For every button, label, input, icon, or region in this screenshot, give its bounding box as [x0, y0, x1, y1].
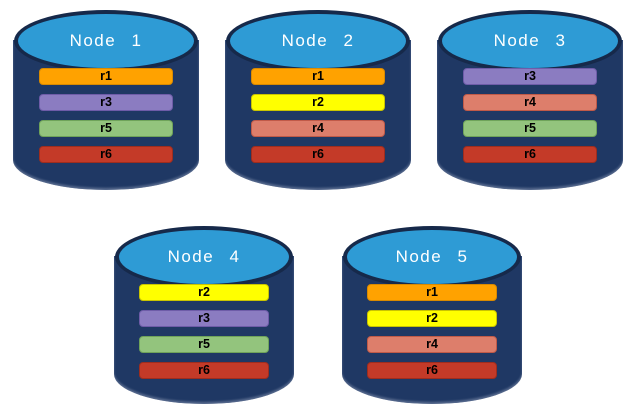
replica-bar-r1: r1: [367, 284, 497, 301]
replica-label: r2: [198, 285, 210, 300]
replica-bar-r5: r5: [39, 120, 173, 137]
cylinder-top-ellipse: Node 4: [115, 226, 293, 288]
cylinder-top-ellipse: Node 3: [438, 10, 622, 72]
database-node: Node 3 r3 r4 r5 r6: [437, 8, 623, 190]
node-label: Node 3: [493, 31, 567, 50]
replica-label: r1: [312, 69, 324, 84]
replica-label: r1: [426, 285, 438, 300]
replica-label: r4: [426, 337, 438, 352]
replica-label: r6: [524, 147, 536, 162]
replica-label: r2: [312, 95, 324, 110]
database-node: Node 2 r1 r2 r4 r6: [225, 8, 411, 190]
replica-label: r6: [312, 147, 324, 162]
replica-label: r6: [426, 363, 438, 378]
replica-bar-r3: r3: [39, 94, 173, 111]
node-label: Node 5: [395, 247, 469, 266]
replica-list: r1 r2 r4 r6: [251, 68, 385, 163]
database-node: Node 5 r1 r2 r4 r6: [342, 224, 522, 404]
replica-bar-r6: r6: [139, 362, 269, 379]
replica-bar-r6: r6: [251, 146, 385, 163]
replica-label: r3: [524, 69, 536, 84]
cylinder-top-ellipse: Node 5: [343, 226, 521, 288]
replica-label: r6: [100, 147, 112, 162]
replica-bar-r5: r5: [139, 336, 269, 353]
cylinder-top-ellipse: Node 2: [226, 10, 410, 72]
replica-list: r2 r3 r5 r6: [139, 284, 269, 379]
replica-list: r3 r4 r5 r6: [463, 68, 597, 163]
replica-bar-r2: r2: [251, 94, 385, 111]
replica-label: r3: [198, 311, 210, 326]
database-node: Node 4 r2 r3 r5 r6: [114, 224, 294, 404]
replica-list: r1 r2 r4 r6: [367, 284, 497, 379]
replica-bar-r3: r3: [139, 310, 269, 327]
replica-label: r3: [100, 95, 112, 110]
replica-bar-r2: r2: [139, 284, 269, 301]
replica-bar-r1: r1: [39, 68, 173, 85]
replica-bar-r1: r1: [251, 68, 385, 85]
node-label: Node 2: [281, 31, 355, 50]
replica-label: r5: [198, 337, 210, 352]
replica-label: r2: [426, 311, 438, 326]
replica-bar-r6: r6: [39, 146, 173, 163]
replica-bar-r3: r3: [463, 68, 597, 85]
cylinder-top-ellipse: Node 1: [14, 10, 198, 72]
replica-bar-r6: r6: [463, 146, 597, 163]
top-row: Node 1 r1 r3 r5 r6 Node 2 r1 r2 r4 r6 Node 3 r…: [0, 8, 636, 190]
replica-bar-r4: r4: [463, 94, 597, 111]
replica-bar-r4: r4: [251, 120, 385, 137]
replica-label: r4: [312, 121, 324, 136]
replica-list: r1 r3 r5 r6: [39, 68, 173, 163]
database-node: Node 1 r1 r3 r5 r6: [13, 8, 199, 190]
replica-label: r5: [524, 121, 536, 136]
bottom-row: Node 4 r2 r3 r5 r6 Node 5 r1 r2 r4 r6: [0, 224, 636, 404]
replica-label: r6: [198, 363, 210, 378]
node-label: Node 4: [167, 247, 241, 266]
replica-label: r4: [524, 95, 536, 110]
replica-bar-r4: r4: [367, 336, 497, 353]
node-label: Node 1: [69, 31, 143, 50]
replica-label: r5: [100, 121, 112, 136]
replica-bar-r2: r2: [367, 310, 497, 327]
replica-label: r1: [100, 69, 112, 84]
replica-bar-r6: r6: [367, 362, 497, 379]
replica-bar-r5: r5: [463, 120, 597, 137]
